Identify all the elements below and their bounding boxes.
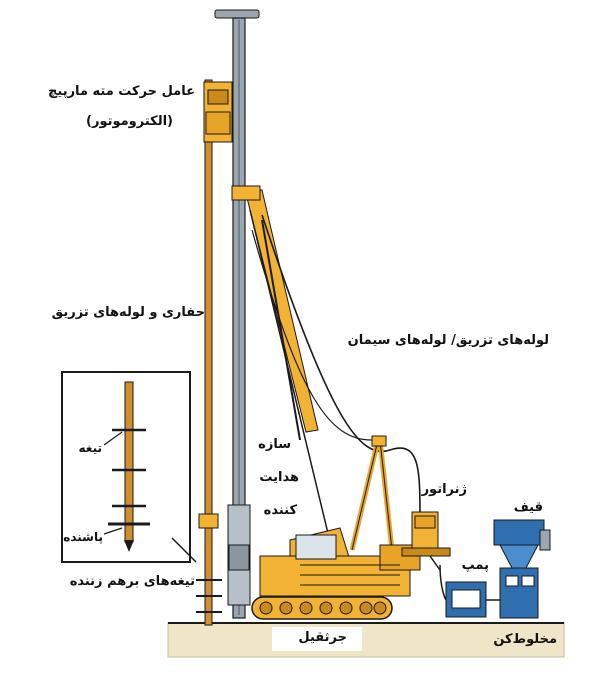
- pump-unit: [439, 564, 487, 618]
- crawler-crane: [251, 527, 421, 620]
- generator-label: ژنراتور: [421, 482, 467, 497]
- heel-label: پاشنده: [63, 530, 103, 544]
- mixer-unit: [486, 519, 551, 619]
- guide-label-3: کننده: [263, 503, 297, 518]
- guide-label-1: سازه: [258, 437, 291, 452]
- cutting-blades-label: تیغه‌های برهم زننده: [69, 574, 195, 589]
- motor-label-line2: (الکتروموتور): [86, 114, 173, 129]
- pipes-label: لوله‌های تزریق/ لوله‌های سیمان: [347, 333, 549, 348]
- crane-label-box: [272, 627, 362, 651]
- a-frame: [349, 435, 395, 551]
- auger-pipe: [196, 79, 222, 626]
- motor-label-line1: عامل حرکت مته مارپیچ: [48, 84, 195, 99]
- auger-detail-inset: [61, 371, 197, 563]
- guide-label-2: هدایت: [259, 470, 299, 485]
- crane-label: جرثقیل: [298, 630, 347, 645]
- pump-label: پمپ: [461, 558, 489, 573]
- ground-strip: [167, 622, 565, 658]
- mixer-label: مخلوط‌کن: [493, 632, 557, 647]
- generator-unit: [401, 511, 451, 571]
- stay-arms: [231, 185, 333, 551]
- drill-label: حفاری و لوله‌های تزریق: [51, 305, 205, 320]
- electromotor: [203, 81, 233, 143]
- drill-mast: [214, 9, 260, 619]
- funnel-label: قیف: [513, 500, 543, 515]
- blade-label: تیغه: [78, 441, 102, 455]
